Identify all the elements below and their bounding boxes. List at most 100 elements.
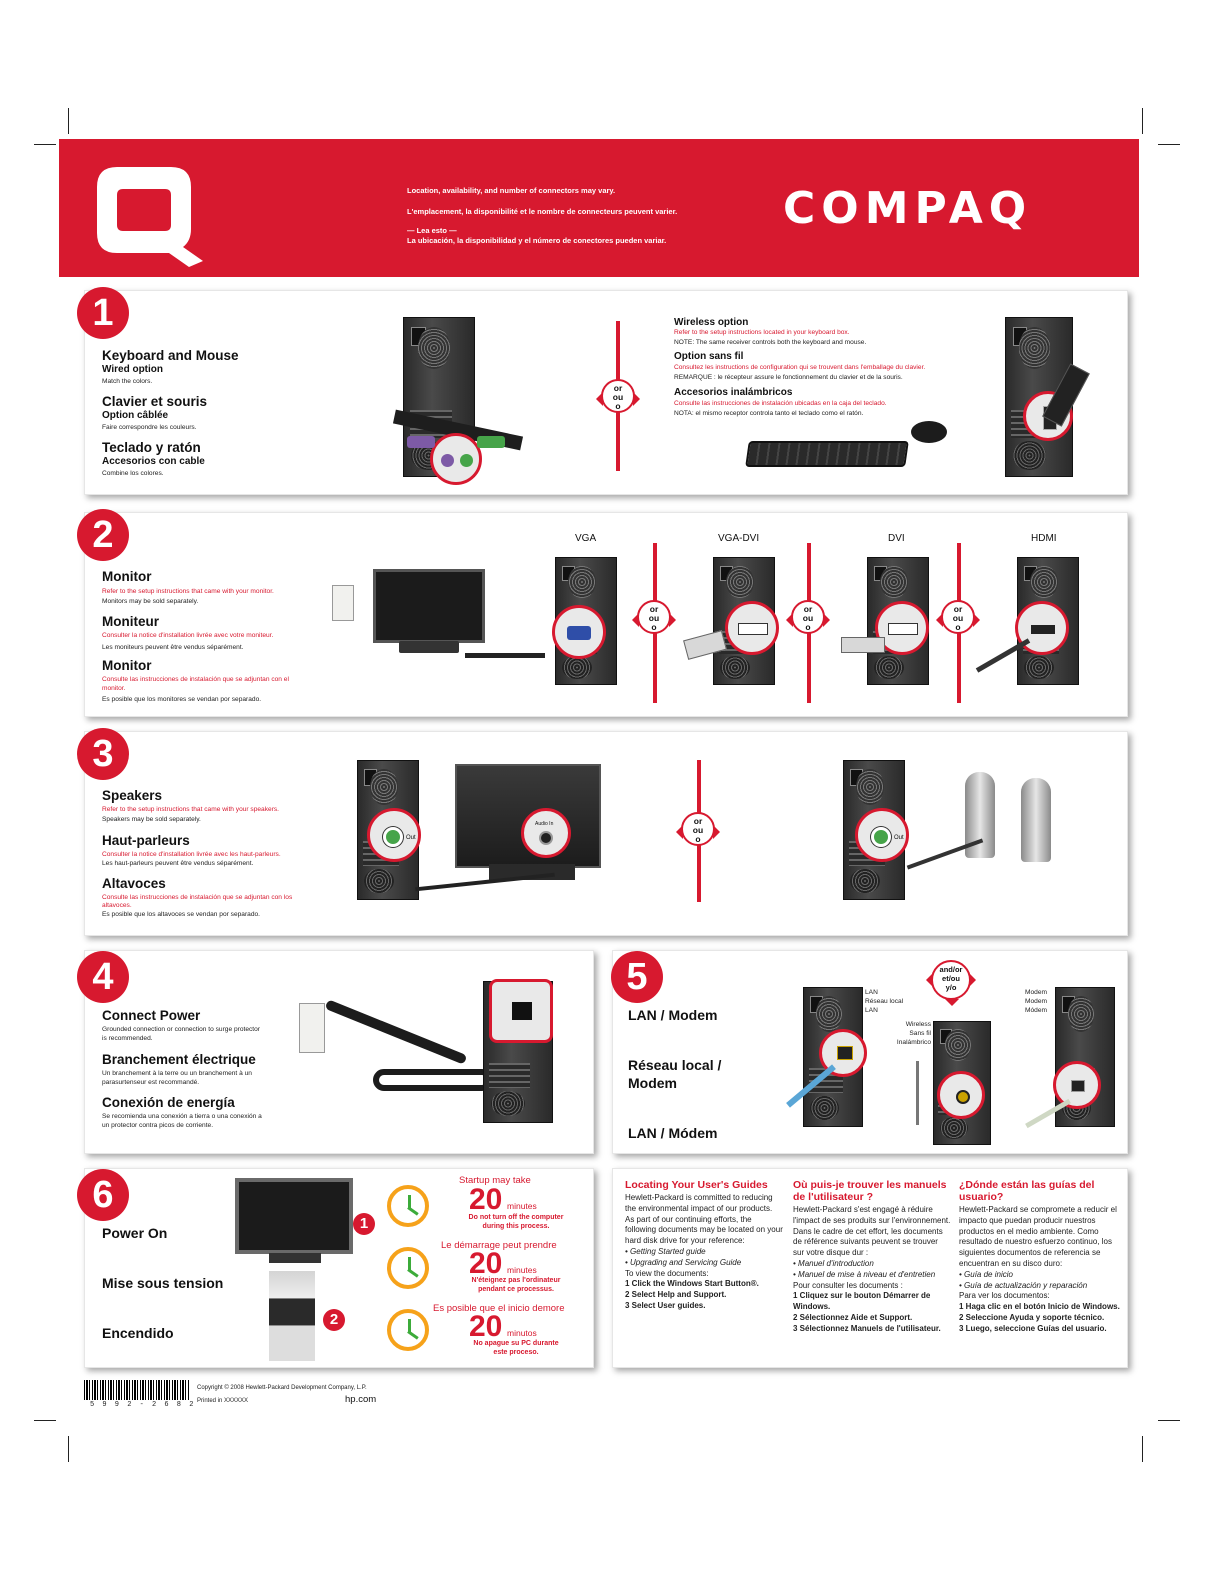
startup-unit-es: minutos bbox=[507, 1328, 537, 1338]
startup-head-es: Es posible que el inicio demore bbox=[433, 1303, 565, 1314]
monitor-front-stand-image bbox=[269, 1253, 321, 1263]
out-label: Out bbox=[406, 835, 416, 841]
power-socket-callout bbox=[489, 979, 553, 1043]
audio-out-callout: Out bbox=[367, 808, 421, 862]
printed-in: Printed in XXXXXX bbox=[197, 1398, 249, 1404]
clock-icon bbox=[387, 1247, 429, 1289]
step2-es-red2: monitor. bbox=[102, 685, 126, 692]
hp-site-link[interactable]: hp.com bbox=[345, 1394, 377, 1405]
ps2-ports-callout bbox=[430, 433, 482, 485]
step3-es-red2: altavoces. bbox=[102, 902, 132, 909]
step6-fr: Mise sous tension bbox=[102, 1275, 224, 1291]
crop-mark bbox=[68, 108, 69, 134]
step3-es-red1: Consulte las instrucciones de instalació… bbox=[102, 894, 293, 901]
wireless-en-title: Wireless option bbox=[674, 317, 749, 328]
step1-en-text: Match the colors. bbox=[102, 378, 153, 385]
wireless-antenna-port-callout bbox=[937, 1071, 985, 1119]
step4-en-text2: is recommended. bbox=[102, 1035, 153, 1042]
ps2-plug-purple-image bbox=[407, 436, 435, 448]
step2-en-text: Monitors may be sold separately. bbox=[102, 598, 199, 605]
guide-es-s1: 1 Haga clic en el botón Inicio de Window… bbox=[959, 1302, 1120, 1312]
wireless-antenna-image bbox=[916, 1061, 919, 1125]
step2-en-red: Refer to the setup instructions that cam… bbox=[102, 588, 274, 595]
step-number-6: 6 bbox=[77, 1169, 129, 1221]
step3-panel: 3 Speakers Refer to the setup instructio… bbox=[77, 728, 1128, 936]
clock-icon bbox=[387, 1185, 429, 1227]
lan-label-fr: Réseau local bbox=[865, 998, 904, 1005]
guide-es-body: Hewlett-Packard se compromete a reducir … bbox=[959, 1205, 1117, 1268]
compaq-q-logo bbox=[97, 167, 203, 267]
connector-label-vga-dvi: VGA-DVI bbox=[718, 533, 760, 544]
hdmi-port-callout bbox=[1015, 601, 1069, 655]
wireless-label-es: Inalámbrico bbox=[896, 1039, 931, 1046]
step4-es-text1: Se recomienda una conexión a tierra o un… bbox=[102, 1113, 262, 1120]
modem-label-es: Módem bbox=[1025, 1007, 1047, 1014]
step1-fr-title: Clavier et souris bbox=[102, 394, 208, 409]
guide-es-s2: 2 Seleccione Ayuda y soporte técnico. bbox=[959, 1312, 1105, 1322]
step-number-5: 5 bbox=[611, 951, 663, 1003]
guide-en-s3: 3 Select User guides. bbox=[625, 1300, 706, 1310]
modem-label-en: Modem bbox=[1025, 989, 1047, 996]
step1-fr-text: Faire correspondre les couleurs. bbox=[102, 424, 197, 431]
guide-fr-view: Pour consulter les documents : bbox=[793, 1280, 903, 1290]
wireless-es-red: Consulte las instrucciones de instalació… bbox=[674, 400, 887, 407]
guide-fr-b1: • Manuel d'introduction bbox=[793, 1258, 874, 1268]
step1-fr-sub: Option câblée bbox=[102, 410, 169, 421]
step2-es-red1: Consulte las instrucciones de instalació… bbox=[102, 676, 289, 683]
step5-fr1: Réseau local / bbox=[628, 1057, 722, 1073]
step5-fr2: Modem bbox=[628, 1075, 677, 1091]
step-number-2: 2 bbox=[77, 509, 129, 561]
step-number-3: 3 bbox=[77, 728, 129, 780]
crop-mark bbox=[1142, 1436, 1143, 1462]
power-cord-coil-image bbox=[373, 1069, 493, 1091]
notice-es: La ubicación, la disponibilidad y el núm… bbox=[407, 236, 667, 245]
step2-fr-red: Consulter la notice d'installation livré… bbox=[102, 632, 274, 639]
compaq-wordmark: COMPAQ bbox=[783, 183, 1033, 234]
guide-es: ¿Dónde están las guías del usuario? Hewl… bbox=[959, 1179, 1121, 1335]
audio-cable-image bbox=[415, 872, 555, 892]
step6-en: Power On bbox=[102, 1225, 168, 1241]
dvi-cable-image bbox=[841, 637, 885, 653]
guide-es-b1: • Guía de inicio bbox=[959, 1269, 1013, 1279]
audio-in-callout: Audio In bbox=[521, 808, 571, 858]
crop-mark bbox=[1158, 1420, 1180, 1421]
dvi-port-callout bbox=[725, 601, 779, 655]
startup-num-en: 20 bbox=[469, 1183, 503, 1216]
startup-note1-en: Do not turn off the computer bbox=[468, 1214, 564, 1221]
wireless-es-note: NOTA: el mismo receptor controla tanto e… bbox=[674, 410, 864, 417]
audio-out-callout: Out bbox=[855, 808, 909, 862]
connector-label-hdmi: HDMI bbox=[1031, 533, 1057, 544]
crop-mark bbox=[1158, 144, 1180, 145]
wireless-label-en: Wireless bbox=[905, 1021, 931, 1028]
copyright: Copyright © 2008 Hewlett-Packard Develop… bbox=[197, 1385, 367, 1391]
wireless-fr-note: REMARQUE : le récepteur assure le foncti… bbox=[674, 374, 903, 381]
user-guides-panel: Locating Your User's Guides Hewlett-Pack… bbox=[612, 1168, 1128, 1368]
ps2-plug-green-image bbox=[477, 436, 505, 448]
guide-es-title: ¿Dónde están las guías del usuario? bbox=[959, 1179, 1095, 1203]
guide-fr-s1: 1 Cliquez sur le bouton Démarrer de Wind… bbox=[793, 1291, 931, 1312]
guide-en-b2: • Upgrading and Servicing Guide bbox=[625, 1257, 742, 1267]
monitor-image bbox=[373, 569, 485, 643]
step-number-4: 4 bbox=[77, 951, 129, 1003]
guide-fr-b2: • Manuel de mise à niveau et d'entretien bbox=[793, 1269, 936, 1279]
step4-fr-text1: Un branchement à la terre ou un branchem… bbox=[102, 1070, 252, 1077]
step1-es-sub: Accesorios con cable bbox=[102, 456, 205, 467]
wireless-label-fr: Sans fil bbox=[909, 1030, 931, 1037]
out-label: Out bbox=[894, 835, 904, 841]
step4-fr-title: Branchement électrique bbox=[102, 1052, 256, 1067]
wireless-fr-red: Consultez les instructions de configurat… bbox=[674, 364, 926, 371]
startup-note2-en: during this process. bbox=[482, 1223, 550, 1230]
step1-es-title: Teclado y ratón bbox=[102, 440, 201, 455]
step3-en-red: Refer to the setup instructions that cam… bbox=[102, 806, 280, 813]
step5-panel: 5 LAN / Modem Réseau local / Modem LAN /… bbox=[611, 950, 1128, 1154]
step4-fr-text2: parasurtenseur est recommandé. bbox=[102, 1079, 200, 1086]
startup-head-en: Startup may take bbox=[459, 1175, 531, 1186]
guide-en-b1: • Getting Started guide bbox=[625, 1246, 706, 1256]
startup-unit-fr: minutes bbox=[507, 1265, 537, 1275]
step1-panel: 1 Keyboard and Mouse Wired option Match … bbox=[77, 287, 1128, 495]
step2-fr-title: Moniteur bbox=[102, 614, 159, 629]
step4-panel: 4 Connect Power Grounded connection or c… bbox=[77, 950, 594, 1154]
